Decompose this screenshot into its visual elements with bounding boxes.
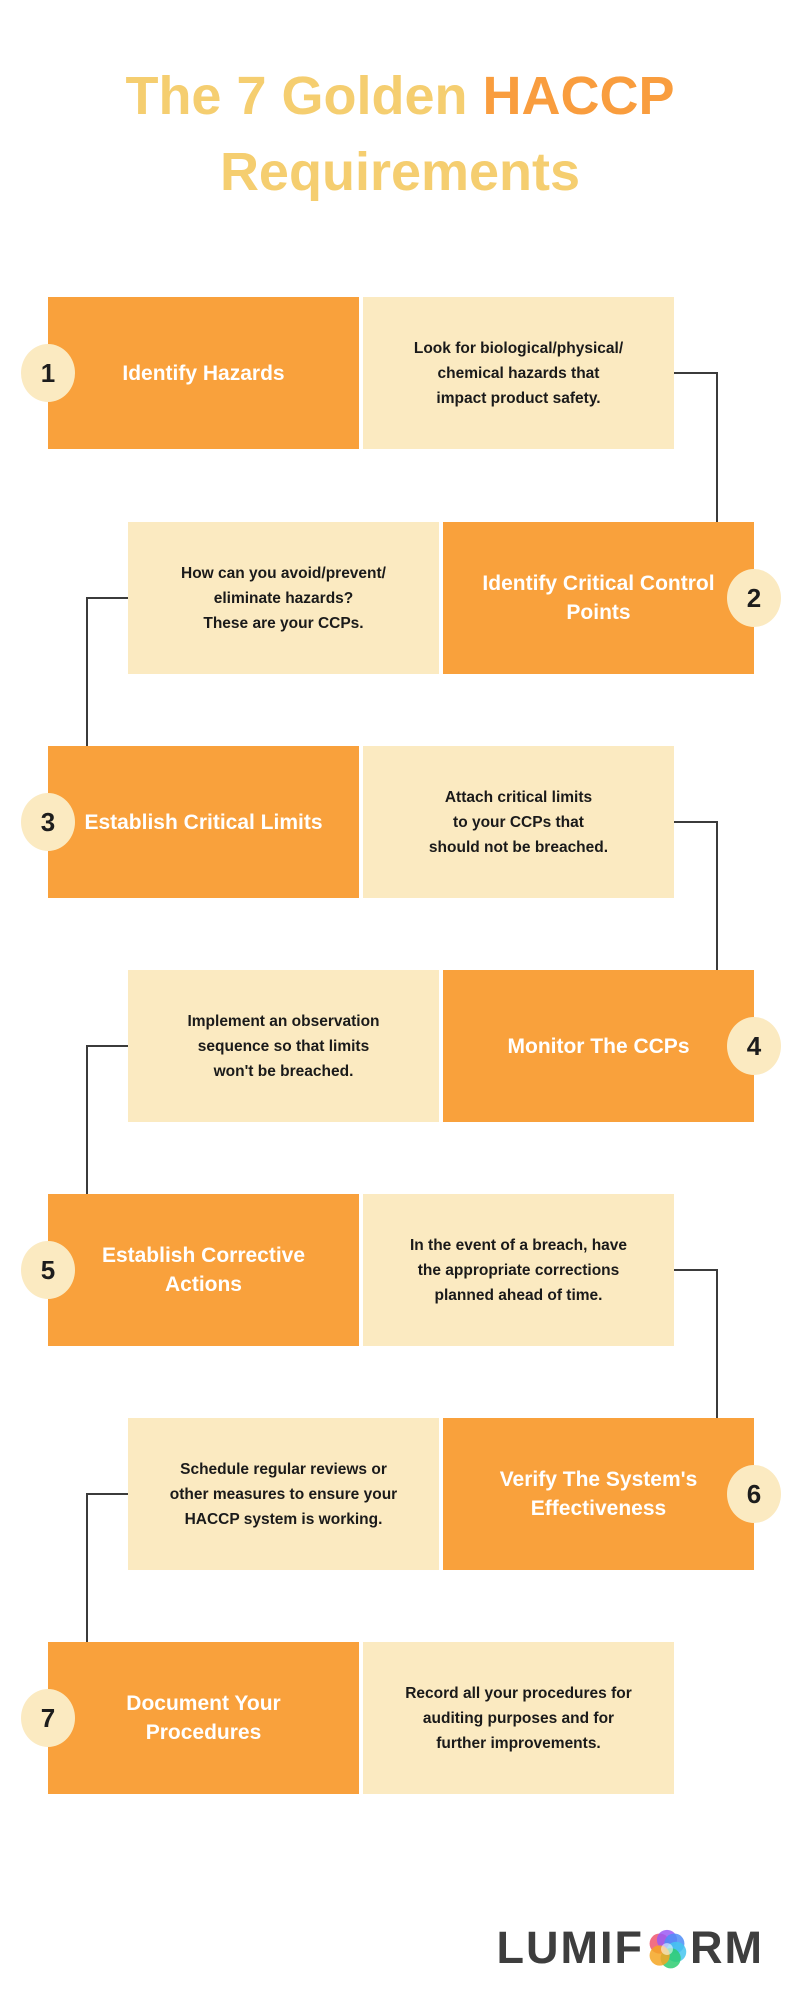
step-4-number-badge: 4 — [727, 1017, 781, 1075]
step-2-number: 2 — [746, 582, 762, 613]
step-3-number: 3 — [40, 806, 56, 837]
step-5-description: In the event of a breach, have the appro… — [409, 1236, 628, 1304]
page-title: The 7 Golden HACCP Requirements — [0, 58, 800, 210]
step-5-description-box: In the event of a breach, have the appro… — [363, 1194, 674, 1346]
logo-text-right: RM — [690, 1922, 764, 1973]
title-main: The 7 Golden — [125, 66, 468, 126]
title-accent: HACCP — [482, 66, 675, 126]
step-4-title: Monitor The CCPs — [507, 1034, 690, 1058]
step-5-title: Establish Corrective Actions — [101, 1244, 306, 1296]
logo-text-left: LUMIF — [496, 1922, 645, 1973]
step-7-number-badge: 7 — [21, 1689, 75, 1747]
step-1-number: 1 — [40, 357, 56, 388]
connector-line — [86, 1045, 88, 1194]
connector-line — [716, 821, 718, 970]
step-6-number-badge: 6 — [727, 1465, 781, 1523]
connector-line — [86, 597, 128, 599]
step-2-description-box: How can you avoid/prevent/ eliminate haz… — [128, 522, 439, 674]
step-4-description-box: Implement an observation sequence so tha… — [128, 970, 439, 1122]
lumiform-logo: LUMIF RM — [497, 1922, 764, 1974]
step-2-number-badge: 2 — [727, 569, 781, 627]
step-1-title: Identify Hazards — [122, 361, 285, 385]
step-6-description-box: Schedule regular reviews or other measur… — [128, 1418, 439, 1570]
step-3-number-badge: 3 — [21, 793, 75, 851]
title-line2: Requirements — [219, 142, 581, 202]
step-5-number: 5 — [40, 1254, 56, 1285]
step-3-title-box: Establish Critical Limits — [48, 746, 359, 898]
connector-line — [86, 1493, 88, 1642]
step-2-title-box: Identify Critical Control Points — [443, 522, 754, 674]
connector-line — [674, 821, 718, 823]
step-2-description: How can you avoid/prevent/ eliminate haz… — [181, 564, 386, 632]
step-6-title-box: Verify The System's Effectiveness — [443, 1418, 754, 1570]
step-3-description: Attach critical limits to your CCPs that… — [428, 788, 609, 856]
step-6-title: Verify The System's Effectiveness — [499, 1468, 698, 1520]
step-7-number: 7 — [40, 1702, 56, 1733]
step-4-number: 4 — [746, 1030, 762, 1061]
step-4-description: Implement an observation sequence so tha… — [187, 1012, 380, 1080]
step-5-title-box: Establish Corrective Actions — [48, 1194, 359, 1346]
step-6-description: Schedule regular reviews or other measur… — [169, 1460, 398, 1528]
step-1-description: Look for biological/physical/ chemical h… — [413, 339, 624, 407]
connector-line — [716, 1269, 718, 1418]
step-7-title-box: Document Your Procedures — [48, 1642, 359, 1794]
step-3-description-box: Attach critical limits to your CCPs that… — [363, 746, 674, 898]
step-2-title: Identify Critical Control Points — [482, 572, 715, 624]
step-1-number-badge: 1 — [21, 344, 75, 402]
step-7-description: Record all your procedures for auditing … — [405, 1684, 632, 1752]
connector-line — [674, 1269, 718, 1271]
step-4-title-box: Monitor The CCPs — [443, 970, 754, 1122]
connector-line — [86, 1493, 128, 1495]
connector-line — [716, 372, 718, 522]
step-1-title-box: Identify Hazards — [48, 297, 359, 449]
step-1-description-box: Look for biological/physical/ chemical h… — [363, 297, 674, 449]
step-5-number-badge: 5 — [21, 1241, 75, 1299]
connector-line — [674, 372, 718, 374]
step-3-title: Establish Critical Limits — [84, 810, 323, 834]
step-6-number: 6 — [746, 1478, 762, 1509]
lumiform-color-wheel-icon — [649, 1929, 687, 1969]
connector-line — [86, 597, 88, 746]
step-7-title: Document Your Procedures — [126, 1692, 281, 1744]
connector-line — [86, 1045, 128, 1047]
step-7-description-box: Record all your procedures for auditing … — [363, 1642, 674, 1794]
